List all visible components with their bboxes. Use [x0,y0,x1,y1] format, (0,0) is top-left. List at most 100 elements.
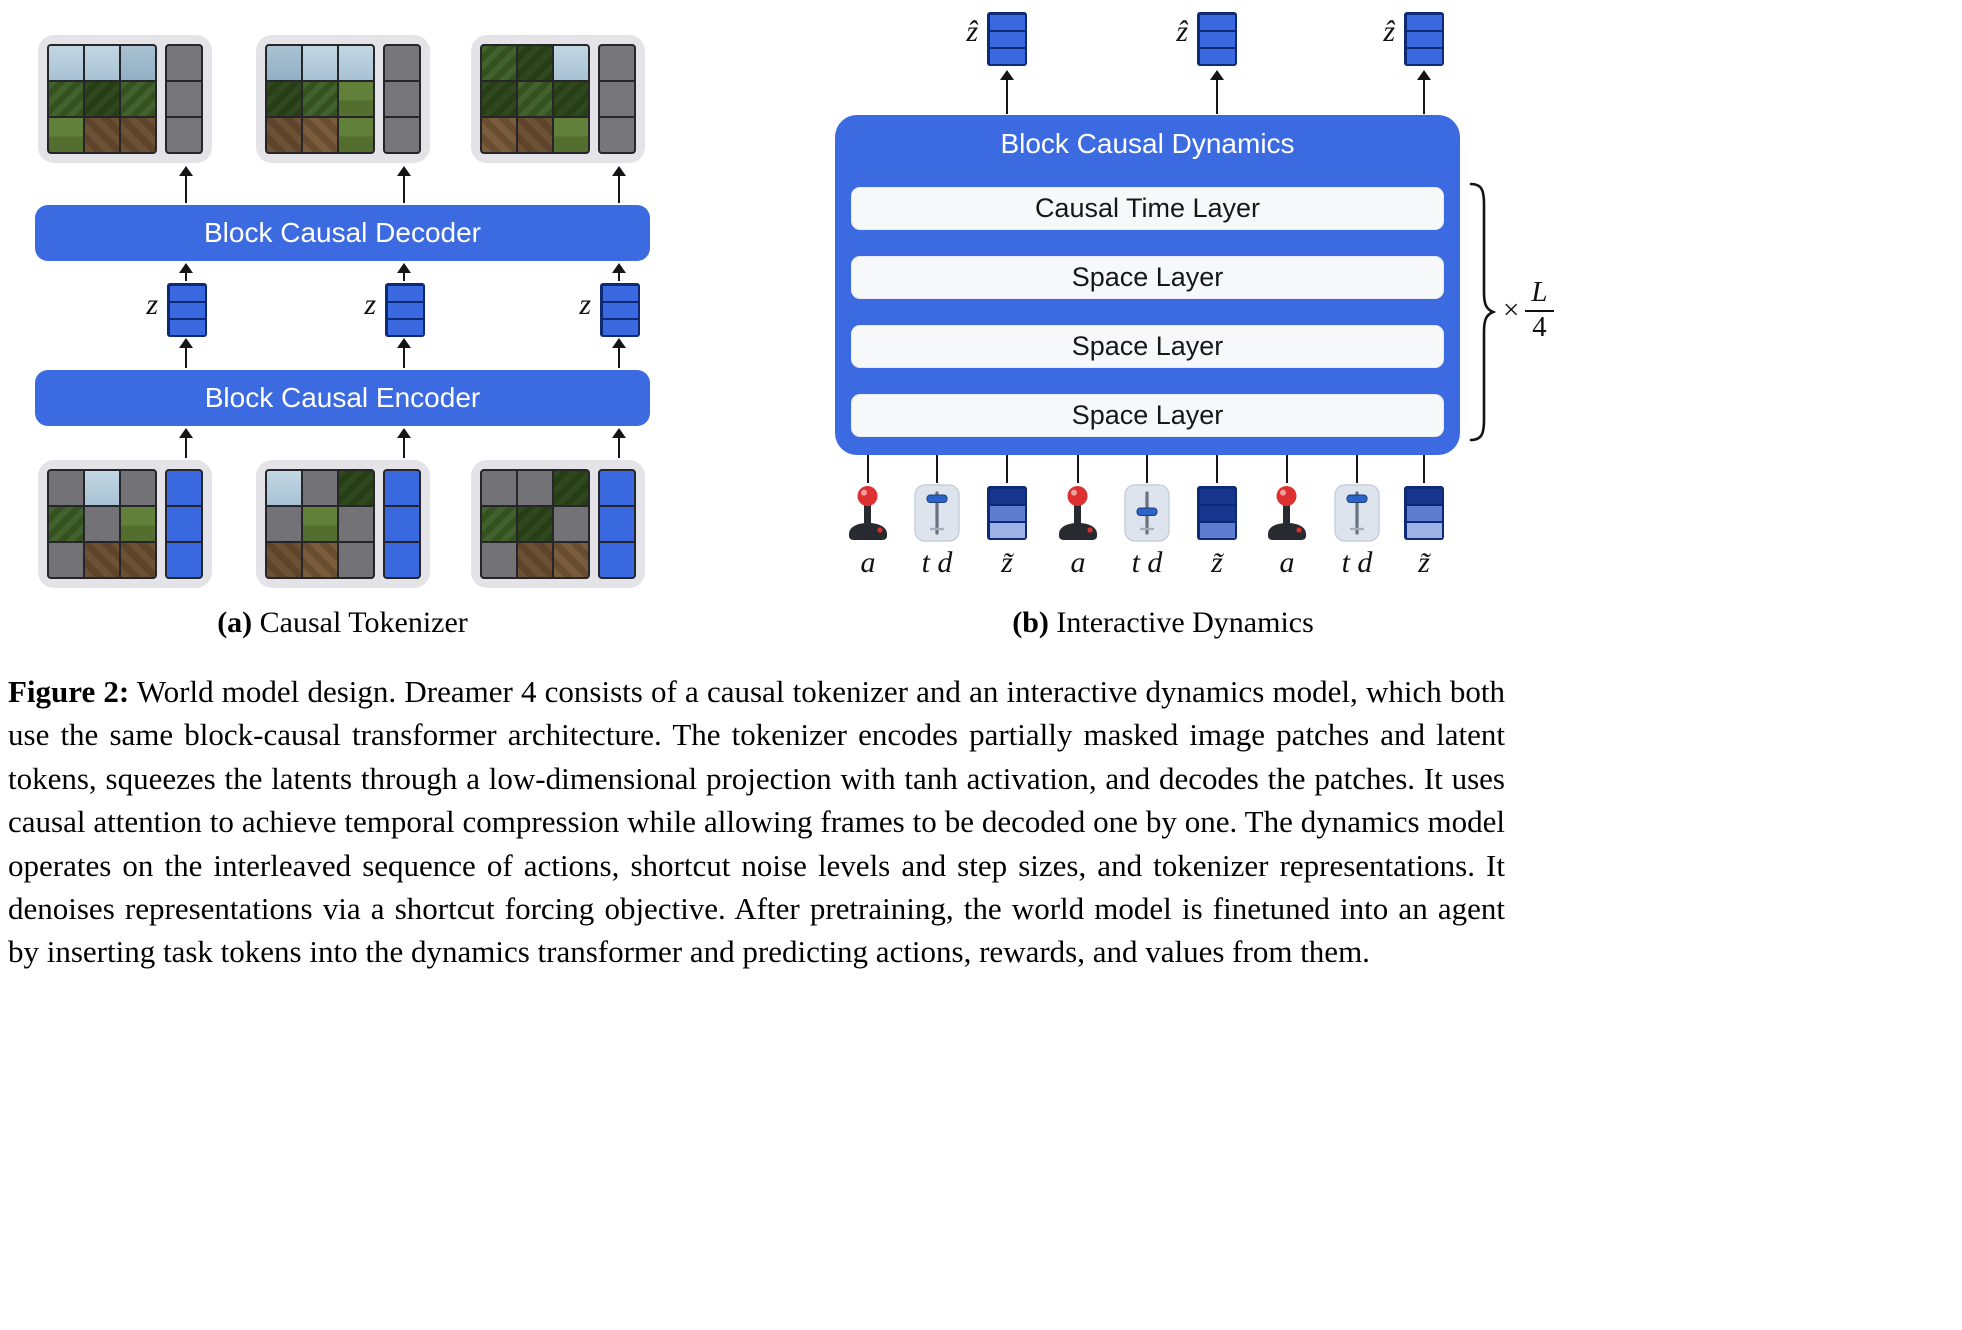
noisy-latent-label: z̃ [1001,546,1013,579]
flow-arrow-up [397,166,411,203]
masked-token-cell [385,82,419,116]
slider-icon [1334,484,1380,542]
flow-arrow-up [1417,70,1431,114]
flow-arrow-up [179,428,193,458]
noisy-token-cell [1406,522,1442,538]
latent-token-stack [600,283,640,337]
token-cell [385,543,419,577]
image-patch [482,118,516,152]
image-patch [85,543,119,577]
noisy-latent-stack [987,486,1027,540]
image-patch-grid [47,44,157,154]
times-sign: × [1503,293,1520,326]
noisy-token-cell [1199,522,1235,538]
image-patch [339,82,373,116]
image-patch [121,82,155,116]
space-layer: Space Layer [851,394,1444,437]
token-cell [989,48,1025,64]
shortcut-label: t d [921,546,953,579]
masked-token-cell [385,46,419,80]
latent-label: z [146,288,158,321]
decoded-frame [256,35,430,163]
image-patch [303,507,337,541]
image-patch [339,471,373,505]
shortcut-label: t d [1341,546,1373,579]
token-cell [602,285,638,301]
token-cell [169,319,205,335]
panel-a-caption-tag: (a) [217,606,253,639]
image-patch [518,46,552,80]
flow-arrow-up [612,166,626,203]
decoder-label: Block Causal Decoder [203,217,482,248]
figure-caption-text: World model design. Dreamer 4 consists o… [8,674,1505,970]
token-cell [1406,14,1442,30]
image-patch [49,82,83,116]
decoded-frame [471,35,645,163]
masked-token-column [383,44,421,154]
fraction-numerator: L [1525,276,1554,312]
image-patch [482,46,516,80]
token-cell [602,319,638,335]
image-patch-grid [480,44,590,154]
action-label: a [1279,546,1295,579]
dynamics-title: Block Causal Dynamics [1000,128,1295,159]
masked-patch [49,471,83,505]
image-patch [518,543,552,577]
masked-token-cell [600,82,634,116]
joystick-icon [1268,486,1306,540]
token-cell [989,14,1025,30]
masked-patch [267,507,301,541]
image-patch [303,543,337,577]
latent-label: z [579,288,591,321]
masked-input-frame [471,460,645,588]
token-cell [1199,14,1235,30]
connector-line [1077,455,1080,483]
token-cell [385,471,419,505]
predicted-latent-stack [1404,12,1444,66]
image-patch [121,46,155,80]
predicted-latent-stack [987,12,1027,66]
masked-patch [554,507,588,541]
flow-arrow-up [397,263,411,281]
latent-label: z [364,288,376,321]
masked-token-cell [385,118,419,152]
predicted-latent-stack [1197,12,1237,66]
flow-arrow-up [179,338,193,368]
token-cell [387,285,423,301]
image-patch [85,118,119,152]
masked-token-column [598,44,636,154]
masked-patch [482,471,516,505]
masked-patch [482,543,516,577]
repeat-count: × L 4 [1503,276,1554,344]
flow-arrow-up [612,263,626,281]
connector-line [1286,455,1289,483]
panel-b-caption-title: Interactive Dynamics [1056,606,1314,639]
layers-fraction: L 4 [1525,276,1554,344]
image-patch [482,82,516,116]
image-patch [303,118,337,152]
connector-line [1423,455,1426,483]
fraction-denominator: 4 [1532,310,1547,343]
image-patch [518,507,552,541]
block-causal-decoder-bar: Block Causal Decoder [35,205,650,261]
predicted-latent-label: ẑ [966,15,978,48]
block-causal-encoder-bar: Block Causal Encoder [35,370,650,426]
flow-arrow-up [1000,70,1014,114]
masked-token-cell [600,46,634,80]
masked-patch [339,507,373,541]
token-cell [387,319,423,335]
connector-line [1006,455,1009,483]
noisy-token-cell [989,488,1025,504]
image-patch [339,118,373,152]
flow-arrow-up [1210,70,1224,114]
token-cell [602,302,638,318]
joystick-icon [849,486,887,540]
flow-arrow-up [612,338,626,368]
masked-token-column [165,44,203,154]
image-patch-grid [265,44,375,154]
masked-patch [518,471,552,505]
token-cell [600,471,634,505]
image-patch [85,46,119,80]
slider-icon [1124,484,1170,542]
token-cell [1406,48,1442,64]
